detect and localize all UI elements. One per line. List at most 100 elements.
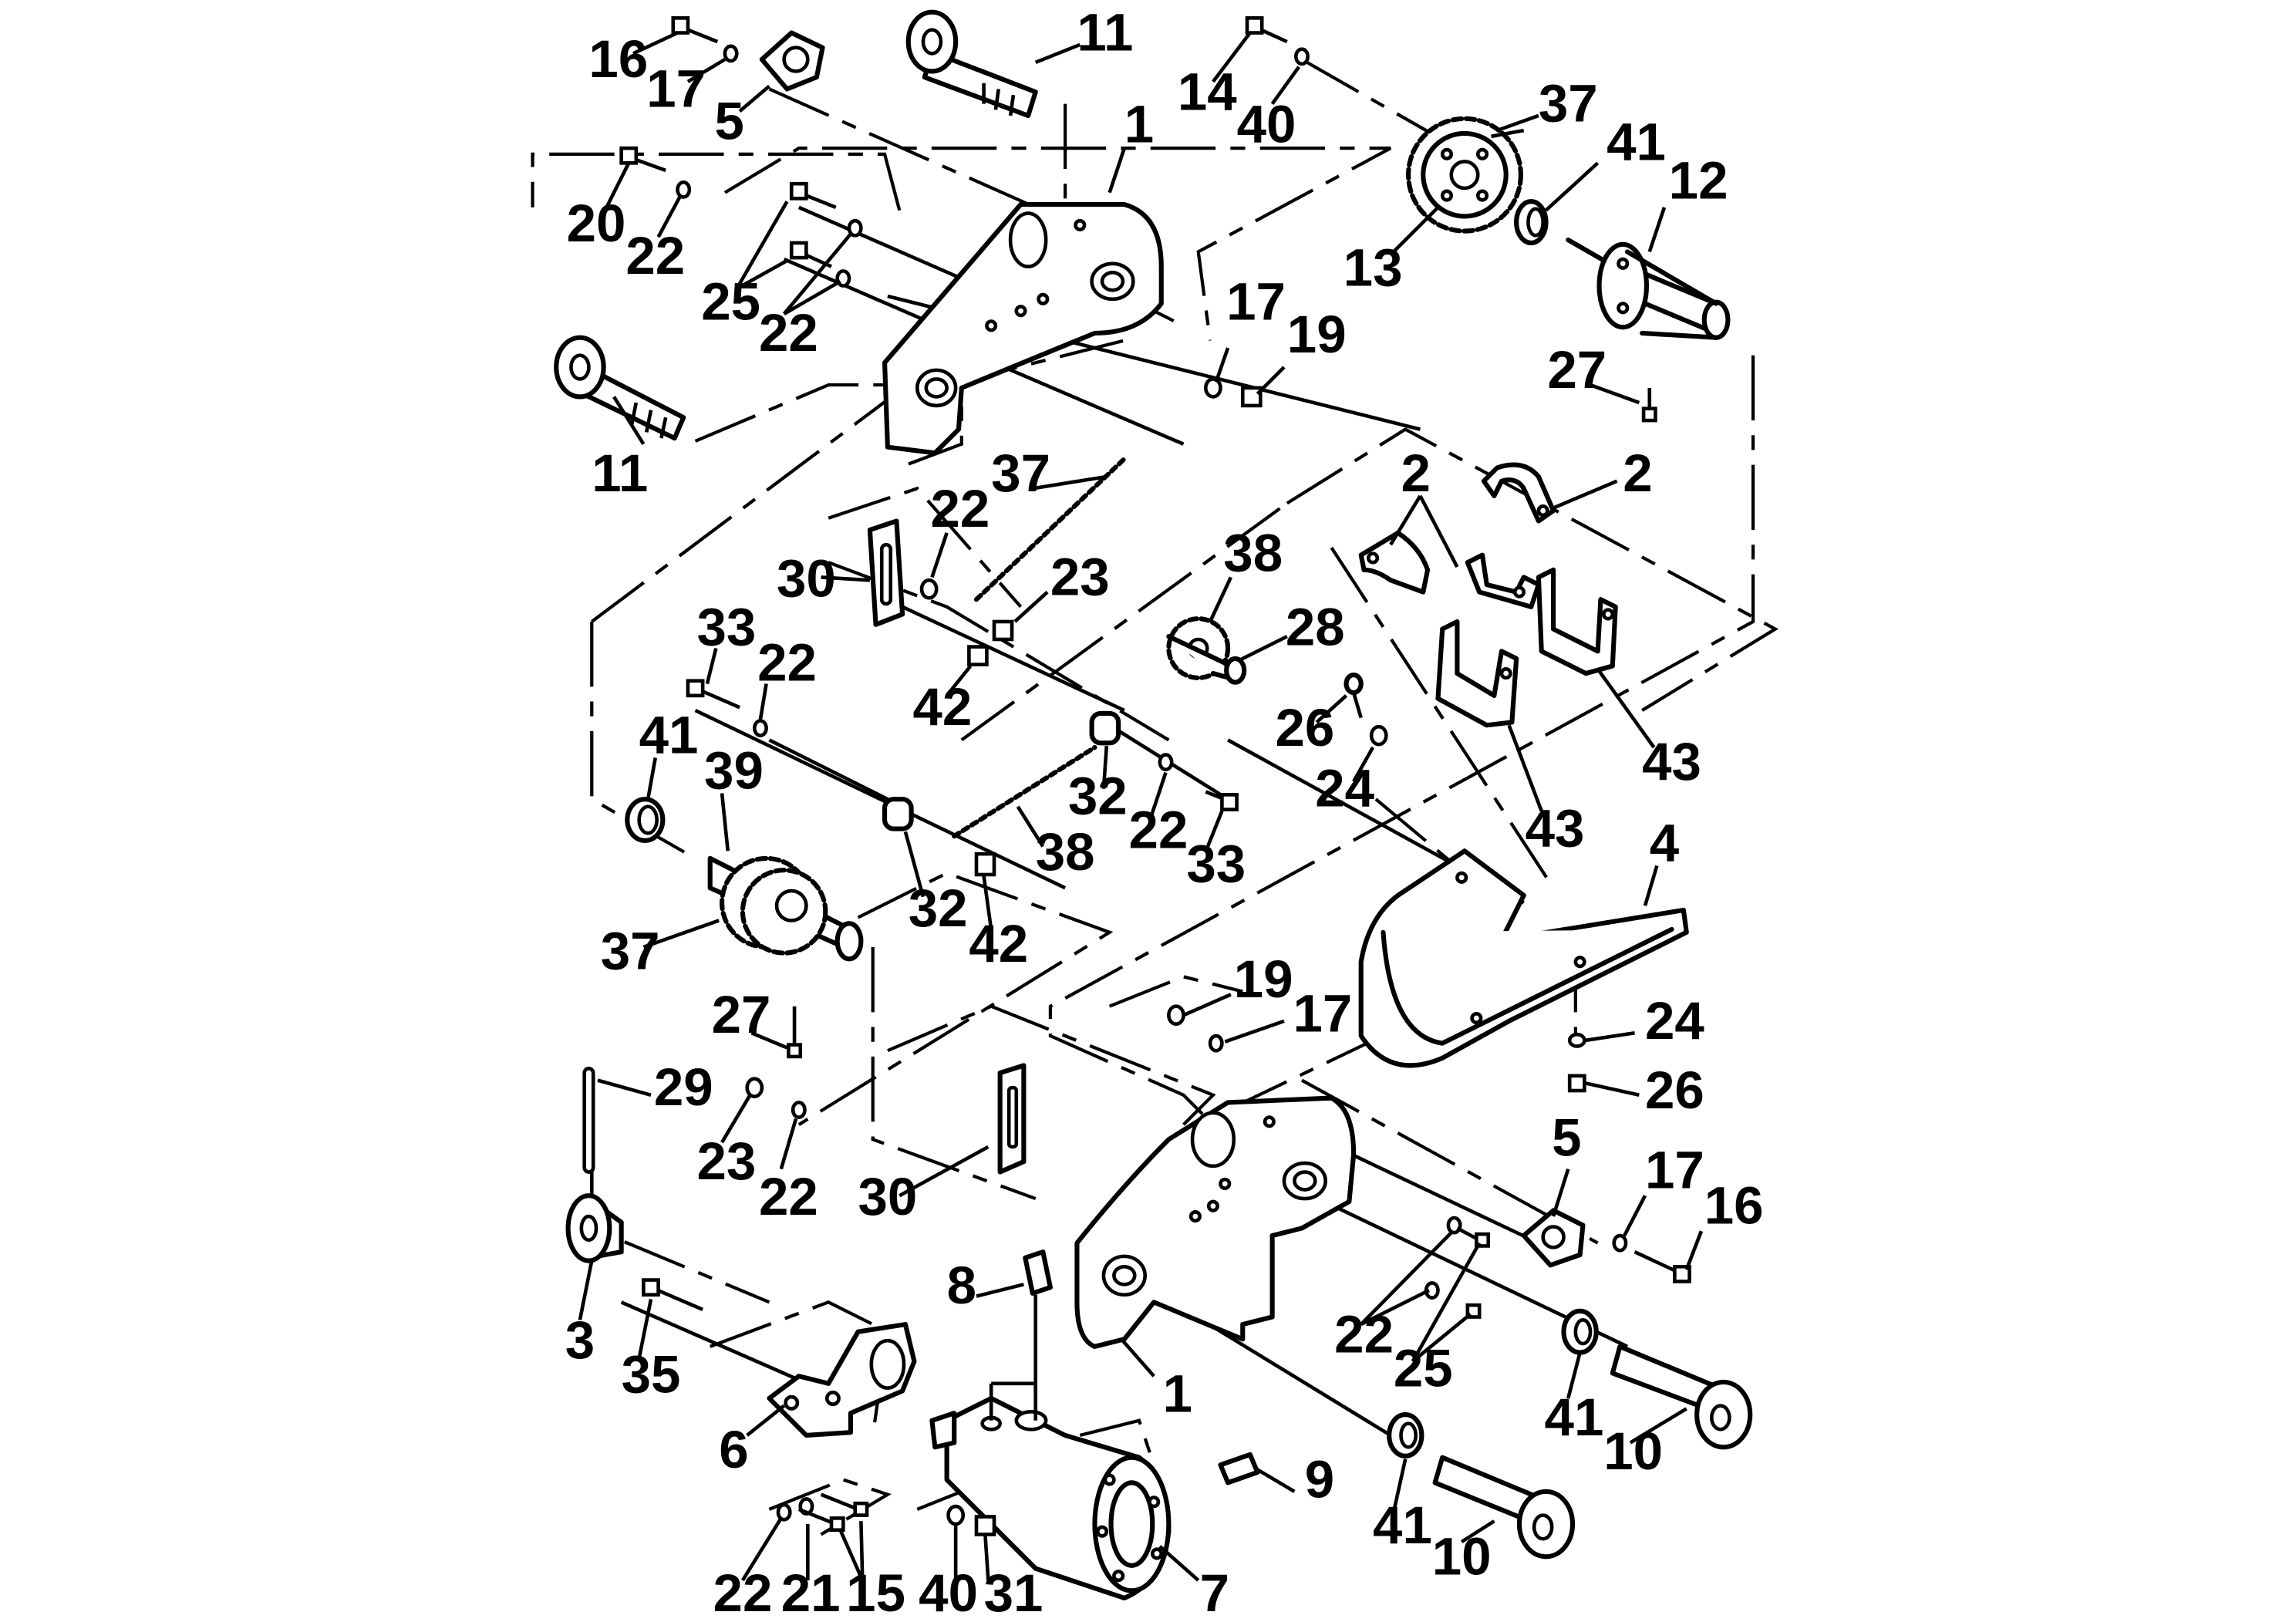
callout: 22 xyxy=(625,225,685,285)
eye-bolt-11-left xyxy=(554,335,686,441)
sprocket-38 xyxy=(1166,616,1247,685)
callout: 2 xyxy=(1623,443,1652,503)
callout: 23 xyxy=(696,1131,756,1191)
callout: 10 xyxy=(1603,1421,1663,1481)
callout: 3 xyxy=(565,1310,595,1370)
callout: 17 xyxy=(1645,1140,1704,1200)
hardware-mid xyxy=(686,578,1239,877)
hydraulic-motor-7 xyxy=(929,1395,1172,1601)
callout: 16 xyxy=(1704,1175,1764,1236)
callout: 35 xyxy=(622,1344,681,1404)
callout: 37 xyxy=(1539,73,1598,133)
callout: 27 xyxy=(712,984,771,1044)
callout: 5 xyxy=(714,91,743,151)
callout: 21 xyxy=(781,1563,841,1622)
fitting-8 xyxy=(989,1249,1053,1421)
u-bracket-43b xyxy=(1536,567,1618,676)
callout: 28 xyxy=(1286,597,1345,657)
hardware-bottom xyxy=(642,1004,1691,1536)
callout-leaders xyxy=(578,31,1704,1582)
callout: 42 xyxy=(913,676,973,737)
callout: 4 xyxy=(1650,813,1680,873)
callout: 41 xyxy=(639,705,699,765)
adjuster-bracket-top xyxy=(867,518,905,627)
callout: 38 xyxy=(1036,821,1095,882)
eye-bolt-10-right xyxy=(1610,1344,1753,1450)
upper-side-plate xyxy=(882,201,1164,456)
callout: 41 xyxy=(1545,1387,1604,1447)
callout: 22 xyxy=(1129,799,1188,859)
callout: 30 xyxy=(858,1166,918,1226)
callout: 31 xyxy=(984,1563,1043,1622)
callout: 1 xyxy=(1124,93,1154,153)
callout: 30 xyxy=(777,548,836,608)
callout: 27 xyxy=(1547,339,1607,400)
callout: 7 xyxy=(1200,1563,1229,1622)
callout: 16 xyxy=(588,29,648,89)
motor-mount-6 xyxy=(767,1322,917,1438)
hardware-top-left xyxy=(619,16,1657,423)
callout: 43 xyxy=(1642,731,1701,791)
callout: 26 xyxy=(1275,697,1334,757)
callout: 22 xyxy=(757,632,817,693)
callout: 17 xyxy=(1293,983,1352,1043)
callout: 24 xyxy=(1315,758,1374,818)
callout: 9 xyxy=(1305,1449,1334,1509)
callout: 22 xyxy=(1334,1304,1394,1364)
hardware-guard xyxy=(1344,672,1586,1093)
guard-4 xyxy=(1358,848,1689,1068)
callout: 5 xyxy=(1552,1107,1581,1167)
callout: 11 xyxy=(1077,2,1133,62)
eye-bolt-10-bottom xyxy=(1432,1455,1576,1560)
callout: 33 xyxy=(696,597,756,657)
roller-chains xyxy=(952,456,1127,839)
callout: 43 xyxy=(1526,798,1585,858)
callout: 20 xyxy=(567,193,626,253)
callout: 25 xyxy=(701,271,760,332)
callout: 32 xyxy=(1068,765,1128,825)
callout: 17 xyxy=(1226,271,1286,332)
callout: 40 xyxy=(919,1563,978,1622)
callout-labels: 16 17 5 11 1 14 40 37 41 12 20 22 25 22 … xyxy=(565,2,1764,1622)
callout: 14 xyxy=(1178,61,1237,121)
callout: 19 xyxy=(1287,304,1347,364)
callout: 6 xyxy=(719,1419,748,1479)
callout: 33 xyxy=(1186,834,1246,894)
fitting-9 xyxy=(1218,1452,1260,1485)
bushing-top xyxy=(1514,199,1549,245)
u-bracket-43a xyxy=(1435,619,1519,728)
callout: 1 xyxy=(1163,1363,1192,1423)
callout: 10 xyxy=(1432,1526,1492,1586)
bearing-bracket-2a xyxy=(1481,462,1556,524)
callout: 40 xyxy=(1237,93,1296,153)
lower-sprocket-assembly xyxy=(625,797,864,1059)
callout: 24 xyxy=(1645,990,1704,1050)
callout: 42 xyxy=(969,913,1028,973)
callout: 22 xyxy=(931,478,990,538)
shaft-12 xyxy=(1566,238,1731,340)
callout: 13 xyxy=(1344,238,1403,298)
callout: 38 xyxy=(1223,523,1283,583)
callout: 39 xyxy=(704,740,764,801)
adjuster-bracket-bottom xyxy=(997,1063,1027,1175)
callout: 41 xyxy=(1607,112,1666,172)
lower-side-plate xyxy=(1074,1095,1357,1349)
callout: 41 xyxy=(1373,1495,1432,1555)
eye-bolt-11-top xyxy=(905,9,1038,119)
callout: 37 xyxy=(601,921,660,981)
callout: 12 xyxy=(1669,150,1728,210)
sprocket-top xyxy=(1406,116,1523,234)
callout: 22 xyxy=(713,1563,773,1622)
callout: 29 xyxy=(654,1057,713,1117)
callout: 19 xyxy=(1234,949,1293,1009)
callout: 26 xyxy=(1645,1060,1704,1120)
assembly-lines xyxy=(531,58,1779,1541)
callout: 2 xyxy=(1401,443,1431,503)
coupler-3 xyxy=(565,1066,624,1263)
bearing-bracket-2c xyxy=(1465,552,1541,609)
callout: 17 xyxy=(646,58,706,118)
callout: 23 xyxy=(1050,546,1110,606)
callout: 15 xyxy=(846,1563,905,1622)
callout: 22 xyxy=(759,302,818,363)
